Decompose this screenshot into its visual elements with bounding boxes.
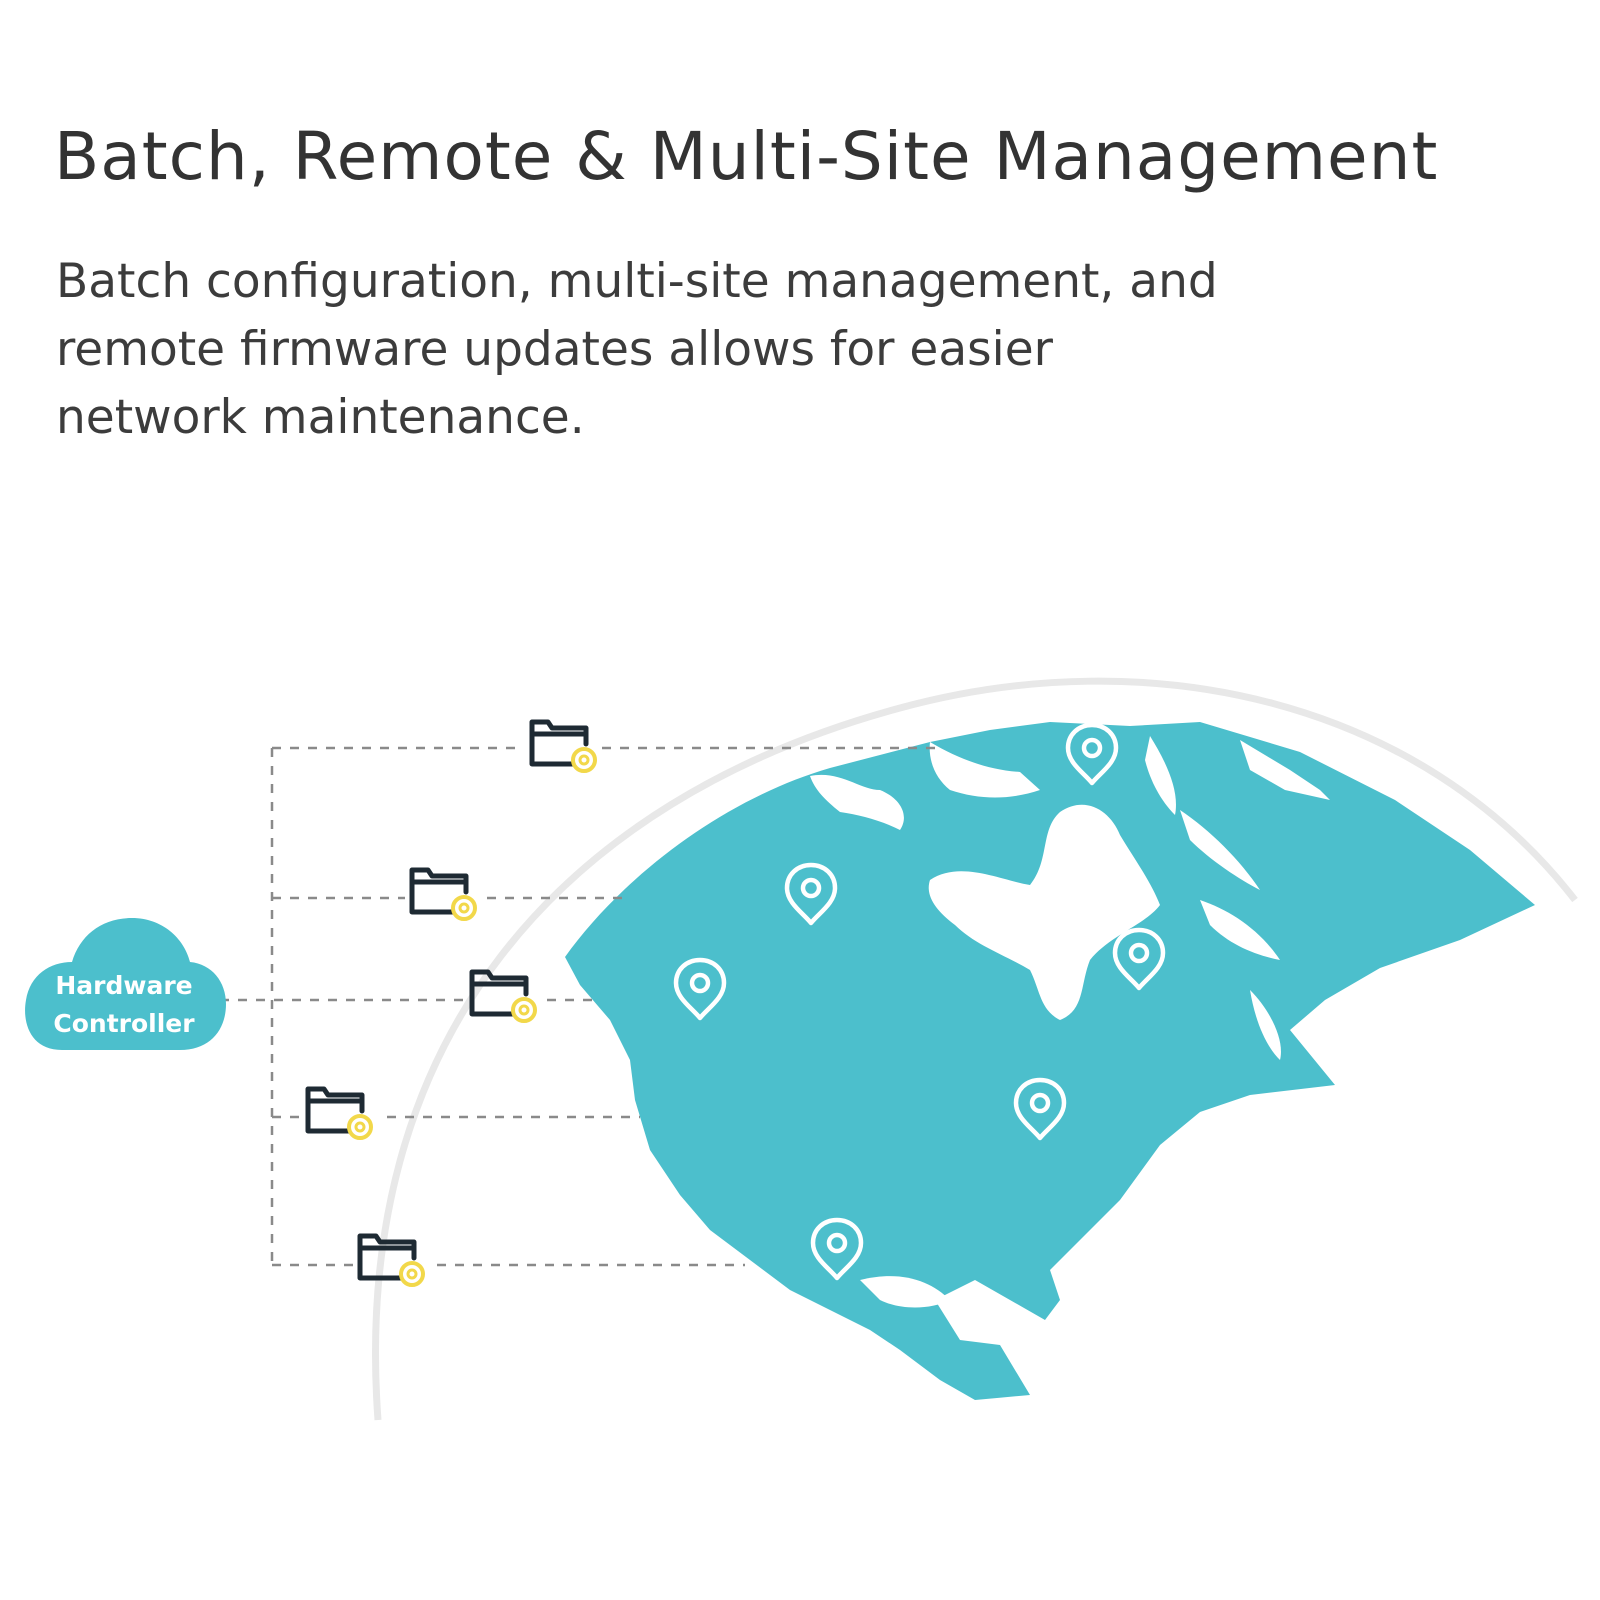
folder-with-gear-icon <box>360 1236 423 1285</box>
controller-label-line1: Hardware <box>55 971 192 1000</box>
north-america-map <box>565 722 1535 1400</box>
page-description: Batch configuration, multi-site manageme… <box>56 254 1218 445</box>
connector-lines <box>220 746 935 1267</box>
cloud-icon <box>25 918 226 1050</box>
folder-with-gear-icon <box>412 870 475 919</box>
globe-arc <box>372 677 1578 1421</box>
folder-with-gear-icon <box>308 1089 371 1138</box>
folder-with-gear-icon <box>532 722 595 771</box>
controller-label-line2: Controller <box>53 1009 195 1038</box>
hardware-controller: Hardware Controller <box>25 918 226 1050</box>
page-title: Batch, Remote & Multi-Site Management <box>54 118 1439 195</box>
site-folders <box>308 722 595 1285</box>
